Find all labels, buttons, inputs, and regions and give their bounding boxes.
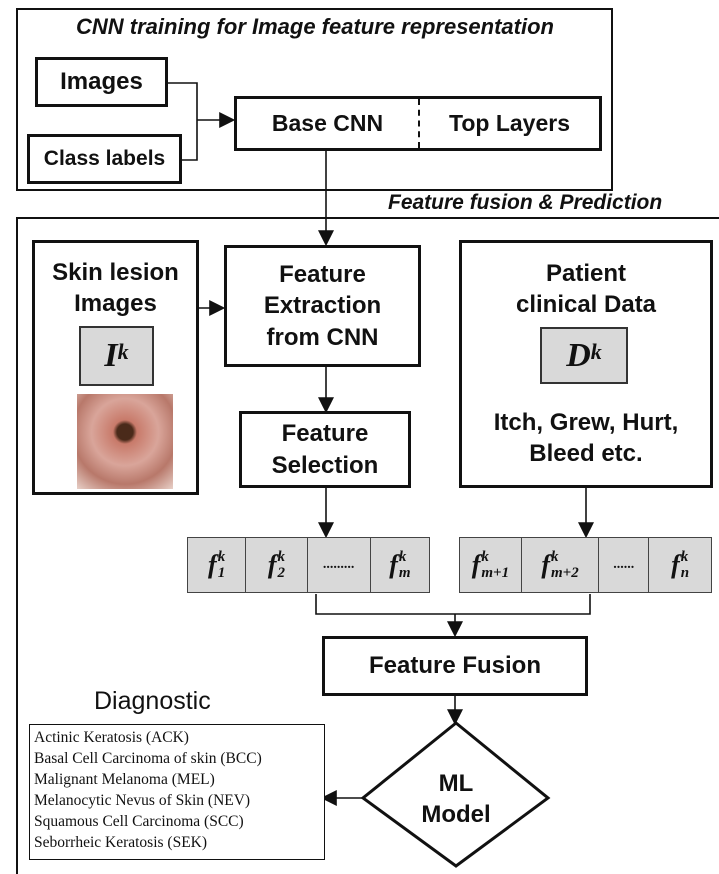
feature-fn-sup: k xyxy=(680,548,689,565)
symptoms-label: Itch, Grew, Hurt, Bleed etc. xyxy=(493,408,679,467)
feature-fm-sub: m xyxy=(398,564,411,581)
image-symbol-base: I xyxy=(104,337,118,374)
images-connector xyxy=(168,82,198,120)
base-cnn-label: Base CNN xyxy=(271,110,384,136)
feature-f1-sub: 1 xyxy=(217,564,226,581)
feature-fn-sub: n xyxy=(680,564,690,581)
class-labels-connector xyxy=(181,120,198,161)
top-layers-label: Top Layers xyxy=(449,110,570,136)
feature-fn-base: f xyxy=(671,550,680,579)
feature-selection-box: Feature Selection xyxy=(239,411,411,488)
feature-f2-base: f xyxy=(267,550,277,579)
feature-fusion-box: Feature Fusion xyxy=(322,636,588,696)
merge-connector xyxy=(315,594,591,615)
base-cnn-top-layers-box: Base CNN Top Layers xyxy=(234,96,602,151)
feature-extraction-box: Feature Extraction from CNN xyxy=(224,245,421,367)
image-symbol-sup: k xyxy=(117,339,129,364)
diagnostic-item-sek: Seborrheic Keratosis (SEK) xyxy=(34,834,208,851)
feature-fm2-sup: k xyxy=(550,548,559,565)
skin-lesion-label: Skin lesion Images xyxy=(52,258,179,317)
data-symbol-sup: k xyxy=(590,338,602,364)
feature-ellipsis-2-text: ...... xyxy=(613,557,635,572)
diagnostic-list: Actinic Keratosis (ACK) Basal Cell Carci… xyxy=(29,724,325,860)
diagnostic-title: Diagnostic xyxy=(94,687,211,715)
diagnostic-item-scc: Squamous Cell Carcinoma (SCC) xyxy=(34,813,244,830)
feature-f1-sup: k xyxy=(217,548,226,565)
base-top-divider xyxy=(418,99,420,148)
feature-fusion-section xyxy=(16,217,719,874)
feature-fusion-title: Feature fusion & Prediction xyxy=(388,191,663,214)
diagnostic-item-bcc: Basal Cell Carcinoma of skin (BCC) xyxy=(34,750,262,767)
feature-f2-sup: k xyxy=(277,548,285,565)
cnn-training-title: CNN training for Image feature represent… xyxy=(76,14,554,39)
feature-fm1-sub: m+1 xyxy=(481,564,510,581)
feature-fm1-sup: k xyxy=(481,548,489,565)
feature-f2-sub: 2 xyxy=(277,564,285,581)
feature-fm2-base: f xyxy=(541,550,550,579)
feature-f1-base: f xyxy=(208,550,217,579)
feature-fm-sup: k xyxy=(398,548,407,565)
ml-model-label: ML Model xyxy=(421,769,491,828)
feature-ellipsis-text: ......... xyxy=(322,557,355,572)
class-labels-box: Class labels xyxy=(27,134,182,184)
feature-fm-base: f xyxy=(389,550,398,579)
feature-fm1-base: f xyxy=(471,550,481,579)
skin-lesion-photo xyxy=(77,394,173,489)
diagnostic-item-mel: Malignant Melanoma (MEL) xyxy=(34,771,215,788)
cnn-training-section xyxy=(16,8,613,191)
ml-model-diamond xyxy=(360,721,551,868)
feature-cell-ellipsis: ......... xyxy=(308,538,371,592)
data-symbol-base: D xyxy=(566,336,591,374)
feature-fm2-sub: m+2 xyxy=(550,564,579,581)
feature-cell-ellipsis-2: ...... xyxy=(599,538,650,592)
diagnostic-item-ack: Actinic Keratosis (ACK) xyxy=(34,729,189,746)
images-box: Images xyxy=(35,57,168,107)
diagnostic-item-nev: Melanocytic Nevus of Skin (NEV) xyxy=(34,792,251,809)
patient-data-label: Patient clinical Data xyxy=(515,259,657,318)
